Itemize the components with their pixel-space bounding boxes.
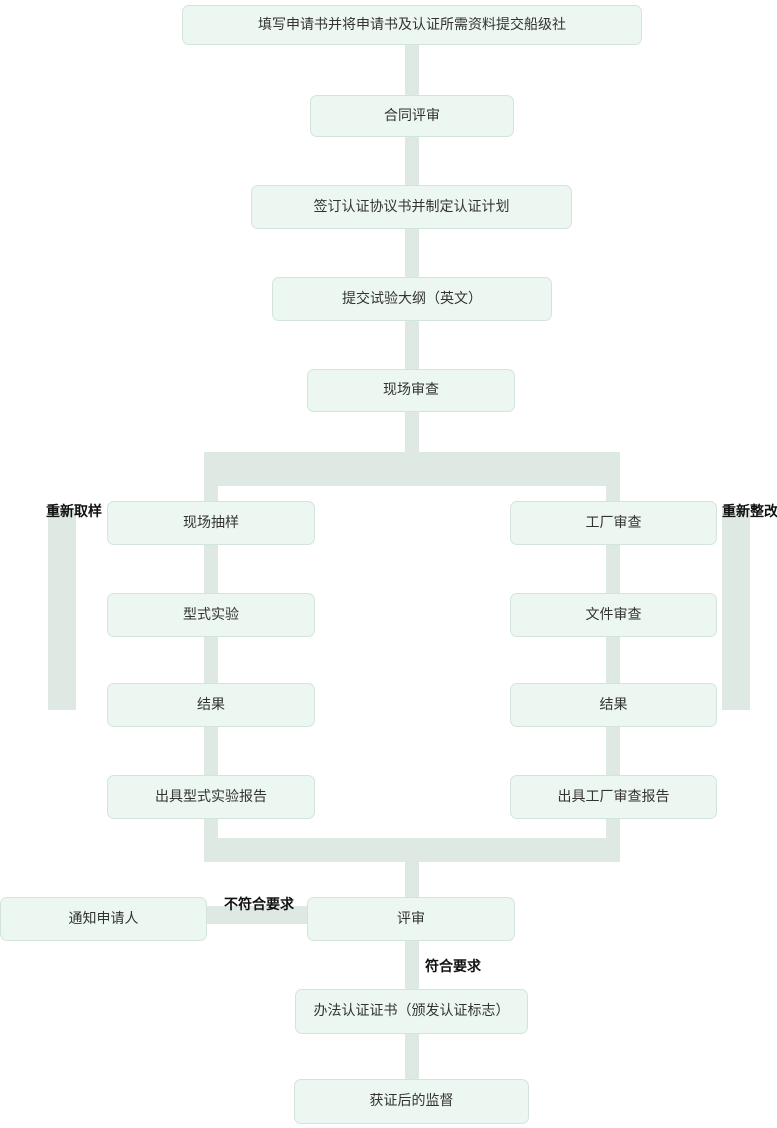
node-label: 办法认证证书（颁发认证标志） [313, 1003, 510, 1020]
node-label: 文件审查 [585, 606, 642, 623]
node-label: 获证后的监督 [369, 1093, 454, 1110]
connector-vertical [606, 637, 620, 683]
node-label: 签订认证协议书并制定认证计划 [313, 198, 510, 215]
connector-vertical [405, 137, 419, 185]
node-label: 工厂审查 [585, 514, 642, 531]
feedback-bar-resample [48, 508, 76, 710]
node-submit-application: 填写申请书并将申请书及认证所需资料提交船级社 [182, 5, 642, 45]
node-result-left: 结果 [107, 683, 315, 727]
connector-vertical [405, 321, 419, 369]
node-label: 结果 [599, 696, 628, 713]
node-factory-audit: 工厂审查 [510, 501, 717, 545]
node-label: 现场抽样 [183, 514, 239, 531]
node-final-review: 评审 [307, 897, 515, 941]
node-label: 评审 [397, 910, 425, 927]
node-factory-audit-report: 出具工厂审查报告 [510, 775, 717, 819]
node-onsite-review: 现场审查 [307, 369, 515, 412]
connector-vertical [204, 545, 218, 593]
connector-vertical [405, 850, 419, 897]
edge-label-not-meet: 不符合要求 [224, 897, 294, 913]
node-label: 现场审查 [383, 382, 439, 399]
node-type-test-report: 出具型式实验报告 [107, 775, 315, 819]
node-document-review: 文件审查 [510, 593, 717, 637]
node-label: 提交试验大纲（英文） [342, 290, 482, 307]
node-label: 填写申请书并将申请书及认证所需资料提交船级社 [258, 16, 566, 33]
node-result-right: 结果 [510, 683, 717, 727]
connector-vertical [606, 452, 620, 501]
node-type-test: 型式实验 [107, 593, 315, 637]
node-label: 合同评审 [384, 107, 440, 124]
connector-vertical [204, 727, 218, 775]
edge-label-rectify: 重新整改 [722, 504, 777, 520]
connector-vertical [405, 1034, 419, 1079]
connector-vertical [204, 452, 218, 501]
connector-not-meet-horizontal [207, 906, 307, 924]
node-label: 出具型式实验报告 [155, 788, 267, 805]
node-submit-test-outline: 提交试验大纲（英文） [272, 277, 552, 321]
node-label: 型式实验 [183, 606, 239, 623]
connector-vertical [405, 941, 419, 989]
connector-vertical [204, 637, 218, 683]
node-onsite-sampling: 现场抽样 [107, 501, 315, 545]
connector-vertical [405, 45, 419, 95]
connector-vertical [405, 229, 419, 277]
edge-label-resample: 重新取样 [46, 504, 102, 520]
connector-vertical [606, 545, 620, 593]
node-label: 出具工厂审查报告 [557, 788, 670, 805]
feedback-bar-rectify [722, 508, 750, 710]
connector-vertical [606, 727, 620, 775]
node-contract-review: 合同评审 [310, 95, 514, 137]
node-label: 结果 [197, 696, 225, 713]
node-label: 通知申请人 [68, 910, 139, 927]
edge-label-meet: 符合要求 [425, 959, 481, 975]
node-issue-certificate: 办法认证证书（颁发认证标志） [295, 989, 528, 1034]
connector-vertical [405, 412, 419, 460]
node-post-cert-supervision: 获证后的监督 [294, 1079, 529, 1124]
node-sign-agreement: 签订认证协议书并制定认证计划 [251, 185, 572, 229]
node-notify-applicant: 通知申请人 [0, 897, 207, 941]
connector-split-horizontal [204, 452, 620, 486]
